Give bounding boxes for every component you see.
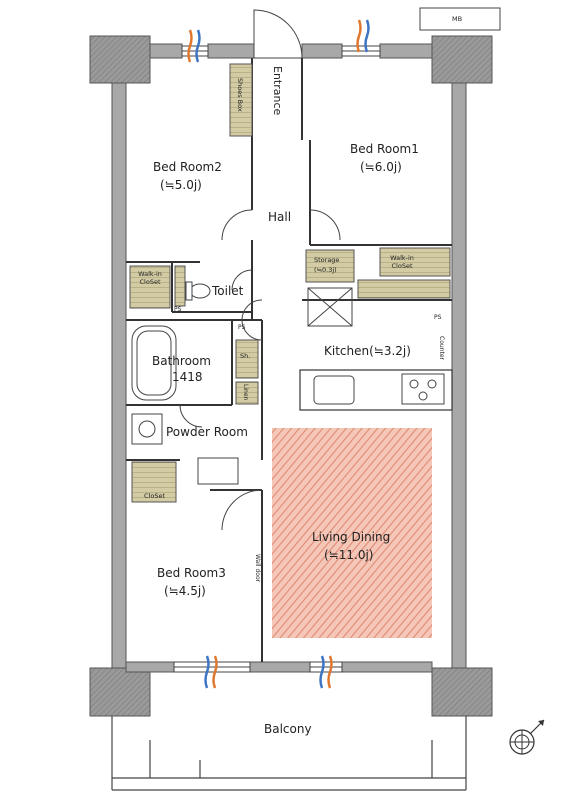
- column-top-left: [89, 35, 151, 84]
- vent-markers: [187, 19, 370, 689]
- bed-room3-area: (≒4.5j): [164, 584, 206, 598]
- exterior-walls: [111, 43, 467, 673]
- bed-room1-area: (≒6.0j): [360, 160, 402, 174]
- bathroom-label: Bathroom: [152, 354, 211, 368]
- sh-fill: [235, 339, 259, 379]
- walkin-bed1-fill: [379, 247, 451, 277]
- linen-fill: [235, 381, 259, 405]
- column-top-right: [431, 35, 493, 84]
- mb-label: MB: [452, 15, 463, 23]
- mb-box: [419, 7, 501, 31]
- bathroom-size: 1418: [172, 370, 203, 384]
- shoes-box-fill: [229, 63, 253, 137]
- storage-areas: [129, 63, 451, 503]
- closet-bed3-label: CloSet: [144, 492, 165, 500]
- bed-room2-area: (≒5.0j): [160, 178, 202, 192]
- walkin-bed1-label: Walk-in CloSet: [390, 254, 414, 270]
- bed-room3-name: Bed Room3: [157, 566, 226, 580]
- compass-icon: [509, 719, 545, 755]
- column-bottom-right: [431, 667, 493, 717]
- walkin-bed1-lower: [357, 279, 451, 299]
- storage-area: (≒0.3j): [314, 266, 337, 274]
- windows: [173, 45, 381, 673]
- balcony-label: Balcony: [264, 722, 312, 736]
- column-bottom-left: [89, 667, 151, 717]
- bathtub: [131, 325, 177, 401]
- toilet-storage-fill: [174, 265, 186, 307]
- interior-doors: [179, 209, 341, 531]
- powder-room-label: Powder Room: [166, 425, 248, 439]
- kitchen-label: Kitchen(≒3.2j): [324, 344, 411, 358]
- storage-fill: [305, 249, 355, 283]
- sh-label: Sh.: [240, 352, 251, 360]
- living-dining-name: Living Dining: [312, 530, 391, 544]
- ps-label-3: PS: [434, 314, 442, 321]
- toilet-fixture: [185, 281, 211, 301]
- hall-cabinet: [307, 287, 353, 327]
- bed-room2-name: Bed Room2: [153, 160, 222, 174]
- shoes-box-label: Shoes Box: [236, 78, 244, 112]
- kitchen-fixtures: [313, 373, 445, 405]
- walkin-bed2-label: Walk-in CloSet: [138, 270, 162, 286]
- balcony: [111, 716, 467, 791]
- counter-label: Counter: [438, 336, 445, 360]
- ps-label-2: PS: [238, 324, 246, 331]
- toilet-label: Toilet: [212, 284, 244, 298]
- entrance-label: Entrance: [271, 66, 284, 116]
- ps-label-1: PS: [174, 306, 182, 313]
- closet-bed3-fill: [131, 461, 177, 503]
- hall-label: Hall: [268, 210, 292, 224]
- storage-label: Storage: [314, 256, 340, 264]
- bed-room1-name: Bed Room1: [350, 142, 419, 156]
- entrance-door: [253, 9, 303, 59]
- wall-door-label: Wall door: [254, 554, 261, 583]
- living-dining-area: (≒11.0j): [324, 548, 374, 562]
- living-dining-hatch: [272, 428, 432, 638]
- linen-label: Linen: [242, 384, 249, 401]
- washbasin: [131, 413, 239, 485]
- walkin-bed2-fill: [129, 265, 171, 309]
